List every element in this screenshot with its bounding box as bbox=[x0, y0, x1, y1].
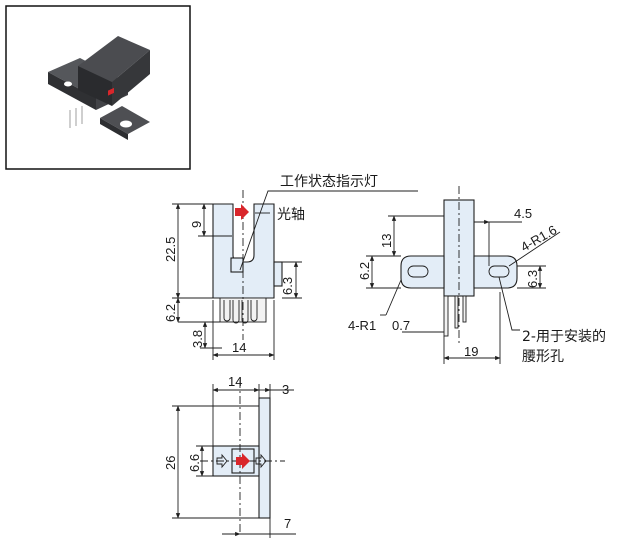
label-indicator: 工作状态指示灯 bbox=[280, 174, 378, 190]
dim-side-flange-right: 6.3 bbox=[525, 270, 540, 288]
dim-front-slot: 9 bbox=[189, 221, 204, 228]
dim-side-top: 13 bbox=[379, 234, 394, 248]
dim-side-flange: 6.2 bbox=[357, 262, 372, 280]
dim-front-height: 22.5 bbox=[163, 237, 178, 262]
dim-front-pin: 3.8 bbox=[190, 330, 205, 348]
dim-top-window: 6.6 bbox=[187, 454, 202, 472]
dim-front-width: 14 bbox=[232, 340, 246, 355]
dim-top-bottom: 7 bbox=[284, 516, 291, 531]
label-mounting-hole-2: 腰形孔 bbox=[522, 349, 564, 365]
hollow-arrow-icon bbox=[255, 453, 267, 469]
dim-side-thin: 0.7 bbox=[392, 318, 410, 333]
red-arrow-icon bbox=[235, 204, 249, 220]
dim-top-height: 26 bbox=[163, 456, 178, 470]
dim-top-width: 14 bbox=[228, 374, 242, 389]
label-optical-axis: 光轴 bbox=[277, 207, 305, 223]
label-radius-large: 4-R1 bbox=[348, 318, 376, 333]
red-arrow-icon bbox=[236, 453, 250, 469]
front-view bbox=[172, 190, 418, 360]
dim-front-lower: 6.2 bbox=[163, 304, 178, 322]
dim-side-offset: 4.5 bbox=[514, 206, 532, 221]
label-radius-small: 4-R1.6 bbox=[518, 222, 559, 255]
dim-top-edge: 3 bbox=[282, 382, 289, 397]
top-view bbox=[172, 380, 296, 538]
label-mounting-hole-1: 2-用于安装的 bbox=[522, 329, 606, 345]
product-photo bbox=[5, 5, 191, 170]
side-view bbox=[366, 186, 561, 364]
dim-front-side: 6.3 bbox=[280, 277, 295, 295]
hollow-arrow-icon bbox=[216, 453, 228, 469]
sensor-render bbox=[48, 36, 150, 140]
dim-side-width: 19 bbox=[464, 344, 478, 359]
